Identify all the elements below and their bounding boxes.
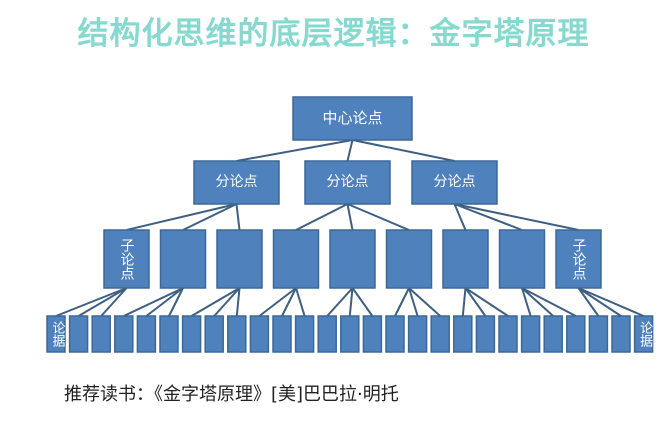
connector-line (191, 287, 241, 317)
child-point-box (442, 229, 489, 289)
child-point-box (385, 229, 433, 289)
connector-line (577, 287, 600, 317)
evidence-box (407, 315, 428, 353)
sub-point-label: 分论点 (215, 174, 258, 191)
connector-line (521, 287, 577, 317)
evidence-box (91, 315, 111, 353)
connector-line (281, 287, 297, 317)
central-point-box (292, 96, 413, 141)
child-point-box (498, 229, 546, 289)
sub-point-label: 分论点 (433, 174, 476, 191)
evidence-box (181, 315, 202, 353)
connector-line (408, 287, 441, 317)
evidence-box (430, 315, 450, 353)
connector-line (351, 287, 374, 317)
connector-line (55, 287, 127, 317)
evidence-box (520, 315, 541, 353)
connector-line (235, 287, 241, 317)
connector-line (346, 139, 354, 162)
evidence-box (204, 315, 224, 353)
child-point-label: 子论点 (570, 238, 587, 280)
connector-line (454, 203, 523, 231)
connector-line (348, 287, 354, 317)
evidence-box (46, 315, 66, 353)
connector-line (326, 287, 354, 317)
sub-point-box (304, 160, 391, 205)
evidence-box (249, 315, 270, 353)
connector-line (78, 287, 128, 317)
connector-line (394, 287, 410, 317)
child-point-box (329, 229, 376, 289)
evidence-box (317, 315, 337, 353)
central-point-label: 中心论点 (322, 108, 383, 127)
connector-line (346, 203, 354, 231)
evidence-label: 论据 (49, 321, 65, 347)
connector-line (577, 287, 622, 317)
sub-point-box (411, 160, 498, 205)
evidence-box (362, 315, 383, 353)
connector-line (408, 287, 419, 317)
connector-line (235, 203, 241, 231)
evidence-box (385, 315, 405, 353)
connector-line (168, 287, 184, 317)
connector-line (100, 287, 128, 317)
child-point-label: 子论点 (118, 238, 135, 280)
connector-line (213, 287, 241, 317)
connector-line (182, 203, 237, 231)
connector-line (352, 139, 455, 162)
recommended-reading: 推荐读书：《金字塔原理》[美]巴巴拉·明托 (64, 384, 399, 405)
evidence-box (159, 315, 179, 353)
evidence-box (453, 315, 473, 353)
evidence-label: 论据 (637, 321, 653, 347)
connector-line (578, 287, 644, 317)
evidence-box (498, 315, 518, 353)
child-point-box (103, 229, 150, 289)
page-title: 结构化思维的底层逻辑：金字塔原理 (77, 16, 590, 52)
connector-line (295, 287, 306, 317)
child-point-box (272, 229, 320, 289)
connector-line (453, 203, 467, 231)
evidence-box (588, 315, 609, 353)
connector-line (347, 203, 410, 231)
evidence-box (633, 315, 654, 353)
evidence-box (114, 315, 134, 353)
child-point-box (159, 229, 207, 289)
evidence-box (543, 315, 563, 353)
connector-line (521, 287, 532, 317)
connector-line (464, 287, 509, 317)
evidence-box (566, 315, 586, 353)
connector-line (236, 139, 353, 162)
connector-line (464, 287, 487, 317)
evidence-box (227, 315, 247, 353)
evidence-box (475, 315, 496, 353)
connector-line (145, 287, 184, 317)
connector-line (454, 203, 579, 231)
evidence-box (340, 315, 360, 353)
connector-line (126, 203, 237, 231)
evidence-box (68, 315, 89, 353)
evidence-box (611, 315, 631, 353)
sub-point-box (193, 160, 280, 205)
connector-line (123, 287, 184, 317)
child-point-box (555, 229, 602, 289)
evidence-box (136, 315, 157, 353)
connector-line (295, 203, 348, 231)
evidence-box (272, 315, 292, 353)
sub-point-label: 分论点 (326, 174, 369, 191)
evidence-box (294, 315, 315, 353)
connector-line (521, 287, 554, 317)
connector-line (258, 287, 297, 317)
child-point-box (216, 229, 263, 289)
connector-line (461, 287, 467, 317)
